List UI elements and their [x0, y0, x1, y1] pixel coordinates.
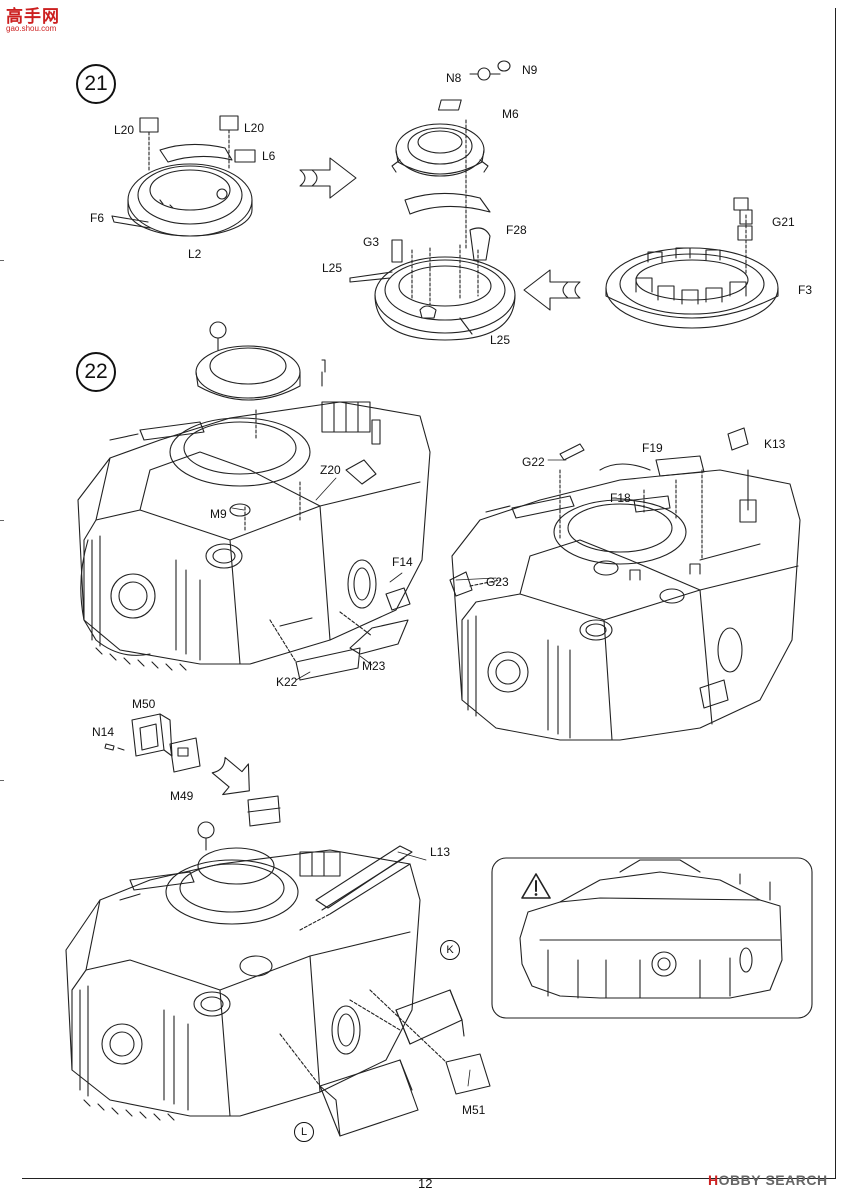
watermark-bottom-obby: OBBY — [718, 1172, 762, 1188]
watermark-bottom-search: SEARCH — [765, 1172, 828, 1188]
part-label-f19: F19 — [642, 441, 663, 455]
part-label-m6: M6 — [502, 107, 519, 121]
part-label-l25-bottom: L25 — [490, 333, 511, 347]
part-label-f14: F14 — [392, 555, 413, 569]
part-label-k22: K22 — [276, 675, 298, 689]
part-label-l20-right: L20 — [244, 121, 265, 135]
warning-triangle-icon — [521, 873, 551, 899]
margin-tick — [0, 780, 4, 781]
step23-box-parts — [104, 713, 281, 827]
margin-tick — [0, 260, 4, 261]
part-label-l2: L2 — [188, 247, 202, 261]
part-label-z20: Z20 — [320, 463, 341, 477]
step23-turret — [65, 821, 491, 1137]
part-label-l13: L13 — [430, 845, 451, 859]
part-label-l25-left: L25 — [322, 261, 343, 275]
part-label-l6: L6 — [262, 149, 276, 163]
page-frame — [22, 8, 836, 1179]
margin-tick — [0, 520, 4, 521]
part-label-k13: K13 — [764, 437, 786, 451]
part-label-m51: M51 — [462, 1103, 486, 1117]
watermark-logo-bottom: HOBBY SEARCH — [708, 1172, 828, 1188]
part-label-f6: F6 — [90, 211, 105, 225]
part-label-n8: N8 — [446, 71, 462, 85]
part-label-m49: M49 — [170, 789, 194, 803]
arrow-left-icon — [523, 269, 581, 311]
arrow-right-icon — [299, 157, 357, 199]
part-label-m23: M23 — [362, 659, 386, 673]
warning-inset-box — [491, 857, 813, 1019]
step21-ring-f3 — [605, 197, 779, 329]
part-label-g21: G21 — [772, 215, 795, 229]
watermark-bottom-h: H — [708, 1172, 719, 1188]
step-number-21: 21 — [76, 64, 116, 104]
label-leaders — [231, 459, 635, 1087]
part-label-f18: F18 — [610, 491, 631, 505]
part-label-m50: M50 — [132, 697, 156, 711]
part-label-g23: G23 — [486, 575, 509, 589]
part-label-m9: M9 — [210, 507, 227, 521]
watermark-logo-top: 高手网 gao.shou.com — [2, 2, 74, 38]
step22-turret-right — [449, 427, 801, 741]
callout-l: L — [294, 1122, 314, 1142]
part-label-g3: G3 — [363, 235, 380, 249]
step22-turret-left — [77, 321, 431, 681]
part-label-f28: F28 — [506, 223, 527, 237]
watermark-top-line1: 高手网 — [6, 7, 60, 26]
step21-hatch-ring-left — [111, 115, 256, 237]
step21-hatch-assembly — [349, 60, 516, 341]
part-label-f3: F3 — [798, 283, 813, 297]
part-label-l20-left: L20 — [114, 123, 135, 137]
callout-k: K — [440, 940, 460, 960]
watermark-top-line2: gao.shou.com — [6, 24, 57, 33]
part-label-n14: N14 — [92, 725, 115, 739]
page-number: 12 — [418, 1176, 433, 1191]
part-label-n9: N9 — [522, 63, 538, 77]
step-number-22: 22 — [76, 352, 116, 392]
part-label-g22: G22 — [522, 455, 545, 469]
